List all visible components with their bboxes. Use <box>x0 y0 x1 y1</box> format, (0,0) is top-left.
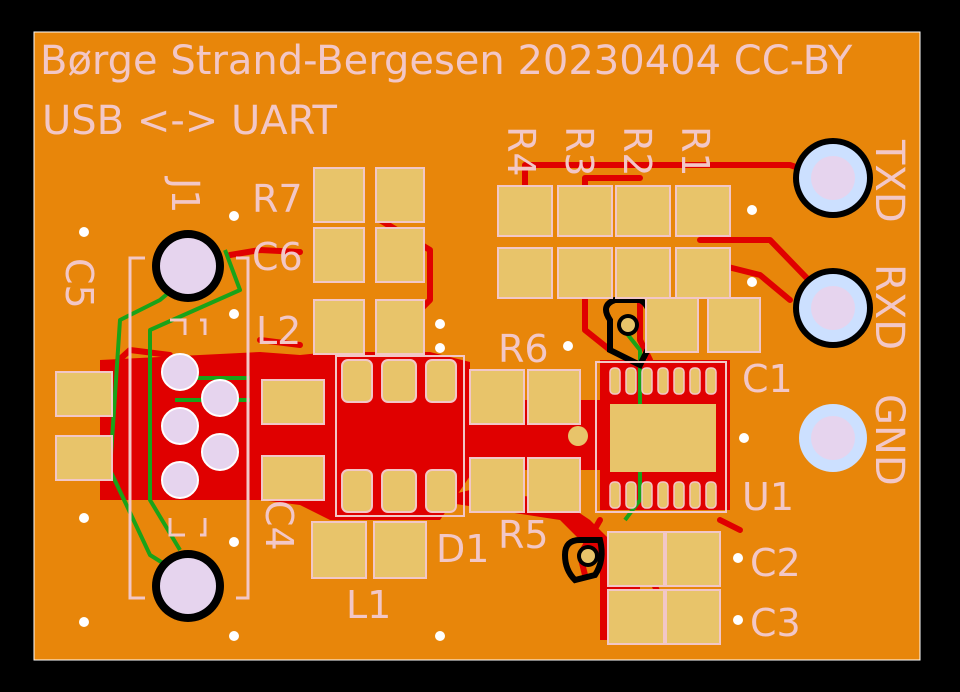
label-l2: L2 <box>256 309 301 353</box>
r3-pad-2 <box>557 247 613 299</box>
c1-pad-1 <box>645 297 699 353</box>
c6-pad-1 <box>313 227 365 283</box>
label-r1: R1 <box>673 126 717 177</box>
c5-pad-2 <box>55 435 113 481</box>
r1-pad-1 <box>675 185 731 237</box>
label-c4: C4 <box>257 500 301 551</box>
label-r2: R2 <box>615 126 659 177</box>
label-d1: D1 <box>436 527 489 571</box>
stitch-vias <box>79 205 757 641</box>
label-c2: C2 <box>750 541 801 585</box>
board-title-text: USB <-> UART <box>42 98 338 144</box>
header-pins <box>793 138 873 472</box>
label-rxd: RXD <box>866 264 912 350</box>
c4-pad-1 <box>261 379 325 425</box>
r2-pad-2 <box>615 247 671 299</box>
smd-pads <box>55 167 761 645</box>
label-c3: C3 <box>750 601 801 645</box>
label-r7: R7 <box>252 177 303 221</box>
label-c6: C6 <box>252 235 303 279</box>
r6-pad-1 <box>469 369 525 425</box>
r5-pad-2 <box>527 457 581 513</box>
l2-pad-2 <box>375 299 425 355</box>
j1-mount-holes <box>152 230 224 622</box>
u1-footprint <box>568 361 727 513</box>
l1-pad-1 <box>311 521 367 579</box>
j1-footprint <box>128 256 250 600</box>
r7-pad-2 <box>375 167 425 223</box>
label-c1: C1 <box>742 357 793 401</box>
label-r4: R4 <box>499 126 543 177</box>
c2-pad-2 <box>665 531 721 587</box>
c4-pad-2 <box>261 455 325 501</box>
board-credit-text: Børge Strand-Bergesen 20230404 CC-BY <box>40 38 853 84</box>
usb-pins <box>161 353 239 499</box>
l1-pad-2 <box>373 521 427 579</box>
label-j1: J1 <box>163 176 207 213</box>
c3-pad-2 <box>665 589 721 645</box>
label-l1: L1 <box>346 583 391 627</box>
c5-pad-1 <box>55 371 113 417</box>
label-txd: TXD <box>866 139 912 223</box>
c2-pad-1 <box>607 531 665 587</box>
l2-pad-1 <box>313 299 365 355</box>
label-c5: C5 <box>57 258 101 309</box>
r4-pad-1 <box>497 185 553 237</box>
c1-pad-2 <box>707 297 761 353</box>
r7-pad-1 <box>313 167 365 223</box>
d1-footprint <box>335 355 465 517</box>
r6-pad-2 <box>527 369 581 425</box>
r4-pad-2 <box>497 247 553 299</box>
r1-pad-2 <box>675 247 731 299</box>
thru-vias <box>577 314 639 567</box>
r2-pad-1 <box>615 185 671 237</box>
label-u1: U1 <box>742 475 794 519</box>
c6-pad-2 <box>375 227 425 283</box>
r3-pad-1 <box>557 185 613 237</box>
label-r3: R3 <box>557 126 601 177</box>
label-r5: R5 <box>498 513 549 557</box>
r5-pad-1 <box>469 457 525 513</box>
c3-pad-1 <box>607 589 665 645</box>
label-r6: R6 <box>498 327 549 371</box>
label-gnd: GND <box>866 394 912 486</box>
